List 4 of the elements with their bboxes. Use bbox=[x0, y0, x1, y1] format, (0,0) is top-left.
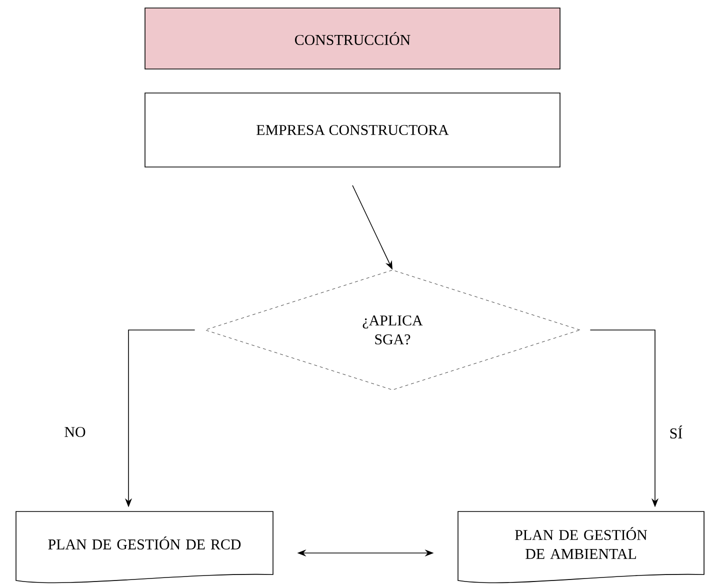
process-box: EMPRESA CONSTRUCTORA bbox=[144, 92, 560, 168]
process-box: CONSTRUCCIÓN bbox=[144, 8, 560, 70]
edge-label: NO bbox=[63, 426, 87, 438]
edge-label: SÍ bbox=[668, 424, 684, 440]
